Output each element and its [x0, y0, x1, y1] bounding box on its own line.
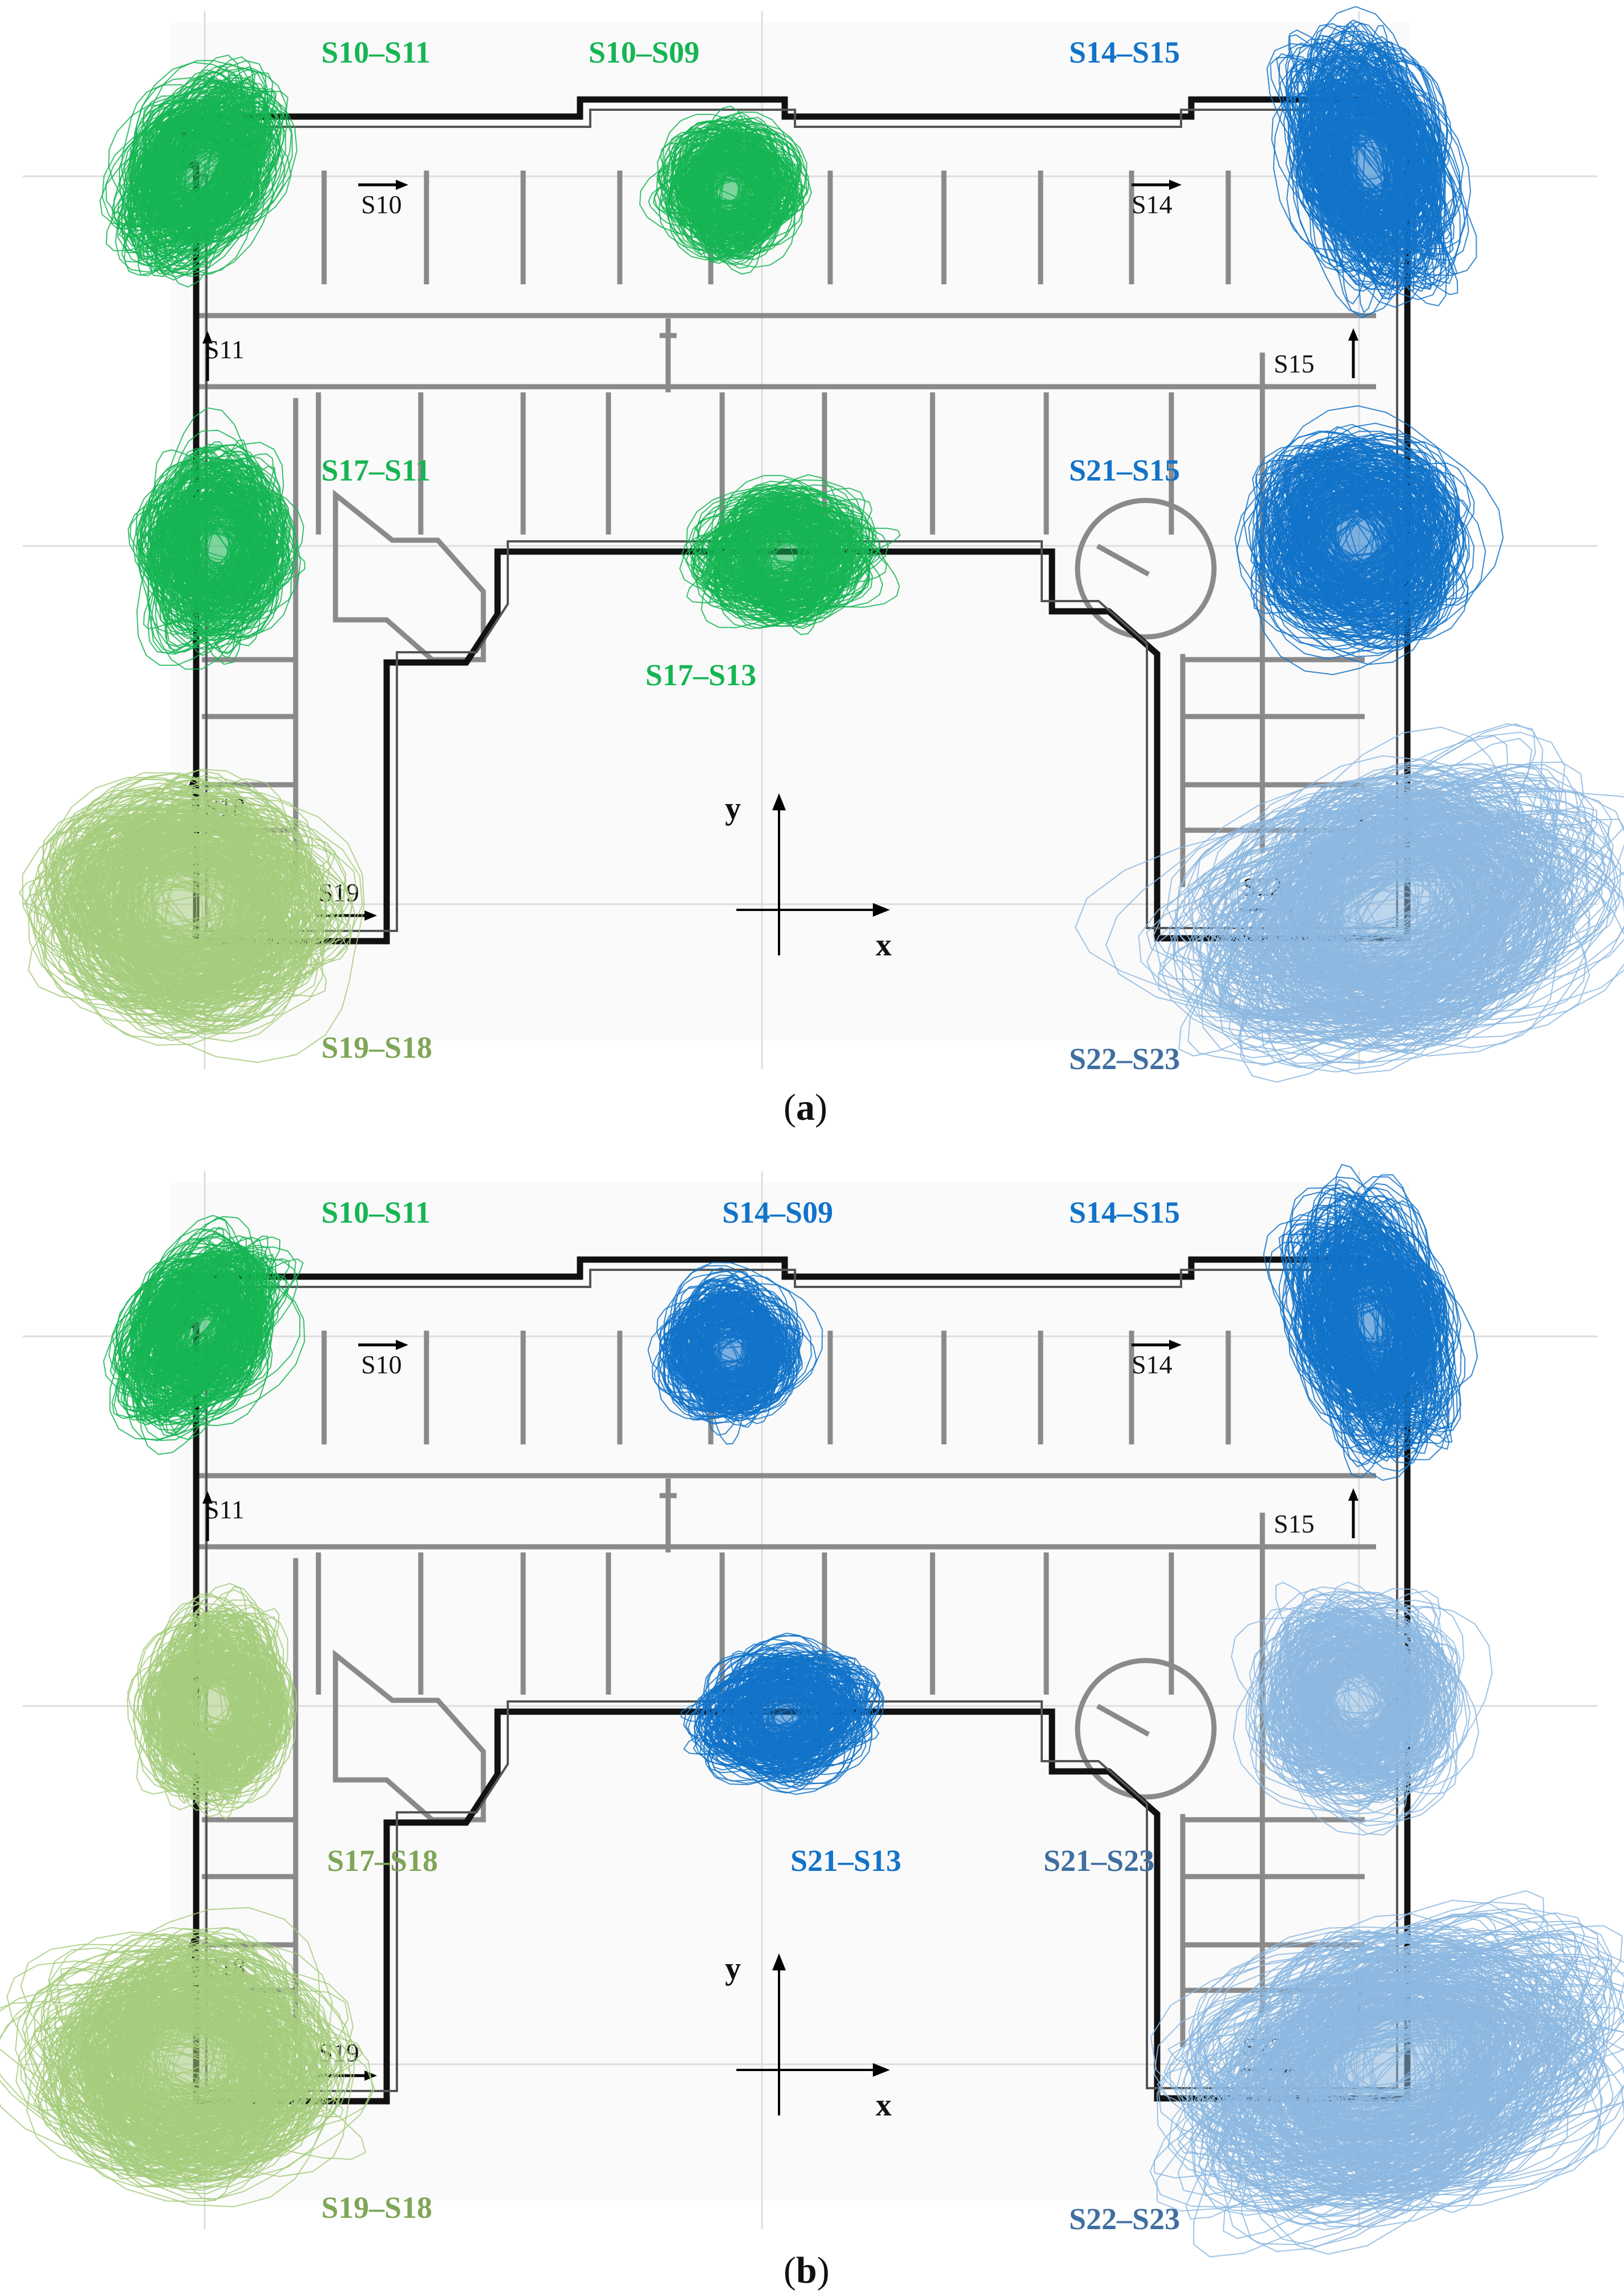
pair-label-mid-right: S21–S23 [1043, 1844, 1154, 1878]
y-axis-label: y [725, 791, 741, 826]
pair-label-top-right: S14–S15 [1069, 35, 1180, 69]
x-axis-label: x [876, 927, 892, 963]
pair-label-top-mid: S10–S09 [589, 35, 699, 69]
orbit-top-mid [647, 1262, 823, 1445]
coordinate-axes: xy [725, 791, 892, 963]
pair-label-top-mid: S14–S09 [722, 1195, 833, 1229]
orbit-mid-center [679, 474, 901, 635]
pair-label-mid-left: S17–S18 [327, 1844, 438, 1878]
pair-label-mid-left: S17–S11 [321, 453, 430, 487]
sensor-label-s15: S15 [1274, 1509, 1315, 1538]
pair-label-bottom-left: S19–S18 [321, 1030, 432, 1065]
pair-label-bottom-right: S22–S23 [1069, 1042, 1180, 1076]
x-axis-label: x [876, 2088, 892, 2123]
sensor-label-s11: S11 [205, 1495, 245, 1524]
pair-label-mid-right: S21–S15 [1069, 453, 1180, 487]
orbit-bottom-right [1149, 1890, 1624, 2258]
orbit-mid-right [1231, 1581, 1493, 1836]
sensor-label-s14: S14 [1132, 1350, 1173, 1379]
orbit-top-right [1266, 6, 1477, 319]
sensor-label-s15: S15 [1274, 349, 1315, 378]
orbit-mid-left [127, 407, 306, 670]
pair-label-mid-center: S21–S13 [790, 1844, 901, 1878]
orbit-clouds [18, 6, 1624, 1083]
pair-label-bottom-left: S19–S18 [321, 2191, 432, 2225]
orbit-top-left [99, 55, 298, 288]
pair-label-bottom-right: S22–S23 [1069, 2202, 1180, 2236]
sensor-label-s14: S14 [1132, 190, 1173, 219]
orbit-mid-center [680, 1632, 885, 1795]
orbit-top-mid [639, 105, 812, 275]
pair-label-top-left: S10–S11 [321, 1195, 430, 1229]
orbit-top-left [103, 1215, 305, 1455]
caption-b: (b) [784, 2250, 830, 2291]
y-axis-label: y [725, 1951, 741, 1986]
pair-label-mid-center: S17–S13 [645, 658, 756, 692]
orbit-bottom-left [18, 768, 365, 1063]
sensor-label-s11: S11 [205, 335, 245, 364]
orbit-mid-right [1234, 405, 1504, 676]
pair-label-top-right: S14–S15 [1069, 1195, 1180, 1229]
interior-walls [199, 171, 1376, 887]
sensor-label-s10: S10 [361, 190, 402, 219]
orbit-bottom-left [0, 1907, 375, 2208]
orbit-mid-left [127, 1583, 297, 1820]
orbit-bottom-right [1075, 723, 1624, 1083]
orbit-top-right [1263, 1163, 1478, 1481]
sensor-label-s10: S10 [361, 1350, 402, 1379]
coordinate-axes: xy [725, 1951, 892, 2123]
orbit-clouds [0, 1163, 1624, 2258]
pair-label-top-left: S10–S11 [321, 35, 430, 69]
caption-a: (a) [784, 1087, 827, 1128]
